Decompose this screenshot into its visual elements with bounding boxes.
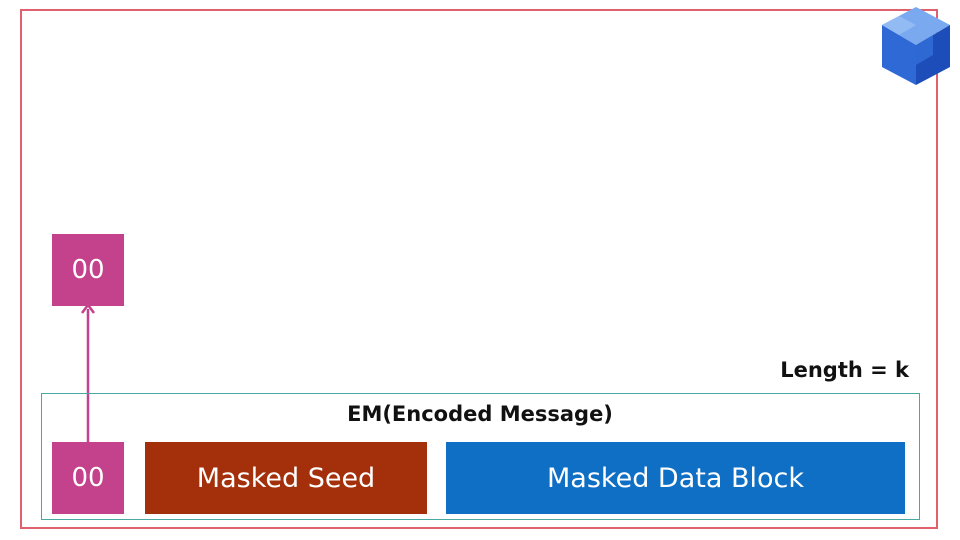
leading-byte-box: 00 — [52, 442, 124, 514]
length-label: Length = k — [780, 358, 909, 382]
encoded-message-container — [41, 393, 920, 520]
extracted-byte-box: 00 — [52, 234, 124, 306]
blue-cube-icon — [882, 7, 950, 85]
slide-frame — [20, 9, 938, 529]
arrow-up-icon — [81, 302, 95, 445]
masked-data-block-box: Masked Data Block — [446, 442, 905, 514]
masked-seed-box: Masked Seed — [145, 442, 427, 514]
encoded-message-label: EM(Encoded Message) — [347, 402, 613, 426]
